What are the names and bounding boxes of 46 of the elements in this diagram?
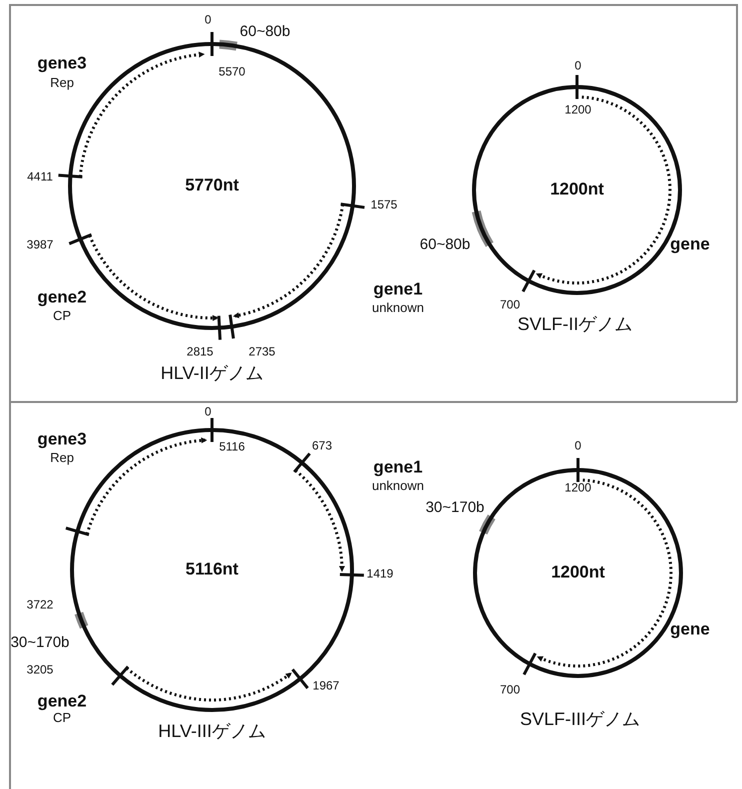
position-label: 3722 bbox=[26, 598, 54, 612]
position-label: 4411 bbox=[27, 170, 53, 184]
genome-length-label: 5116nt bbox=[186, 560, 238, 580]
genome-caption: SVLF-IIIゲノム bbox=[520, 710, 640, 730]
gene-product-label: unknown bbox=[372, 300, 424, 316]
position-label: 0 bbox=[574, 439, 582, 453]
genome-caption: HLV-IIゲノム bbox=[160, 364, 264, 384]
position-label: 3987 bbox=[26, 238, 54, 252]
position-label: 2815 bbox=[186, 345, 214, 359]
position-label: 2735 bbox=[248, 345, 276, 359]
gene-label: gene1 bbox=[373, 458, 423, 478]
position-label: 0 bbox=[204, 405, 212, 419]
position-label: 700 bbox=[500, 298, 520, 312]
gene-label: gene bbox=[670, 620, 710, 640]
position-label: 1200 bbox=[564, 103, 592, 117]
position-label: 5570 bbox=[218, 65, 246, 79]
genome-length-label: 5770nt bbox=[185, 176, 239, 196]
position-label: 1575 bbox=[370, 198, 398, 212]
genome-length-label: 1200nt bbox=[551, 564, 605, 582]
gene-product-label: CP bbox=[52, 308, 72, 324]
position-label: 673 bbox=[312, 439, 332, 453]
gene-product-label: Rep bbox=[50, 76, 74, 90]
region-length-label: 30~170b bbox=[10, 634, 70, 652]
position-label: 3205 bbox=[26, 663, 54, 677]
gene-label: gene1 bbox=[373, 280, 423, 300]
genome-caption: SVLF-IIゲノム bbox=[518, 315, 632, 335]
position-label: 700 bbox=[500, 683, 520, 697]
gene-label: gene3 bbox=[37, 54, 87, 74]
position-label: 1200 bbox=[564, 481, 592, 495]
genome-caption: HLV-IIIゲノム bbox=[158, 722, 266, 742]
gene-label: gene3 bbox=[37, 430, 87, 450]
gene-label: gene bbox=[670, 236, 710, 254]
gene-product-label: unknown bbox=[372, 478, 424, 494]
region-length-label: 60~80b bbox=[420, 236, 470, 254]
gene-label: gene2 bbox=[37, 288, 87, 308]
position-label: 5116 bbox=[219, 440, 245, 454]
region-length-label: 30~170b bbox=[426, 500, 484, 516]
position-label: 1967 bbox=[312, 679, 340, 693]
gene-label: gene2 bbox=[37, 692, 87, 712]
position-label: 1419 bbox=[366, 567, 394, 581]
gene-product-label: CP bbox=[52, 710, 72, 726]
gene-product-label: Rep bbox=[50, 450, 74, 466]
position-label: 0 bbox=[574, 59, 582, 73]
genome-length-label: 1200nt bbox=[550, 180, 604, 200]
region-length-label: 60~80b bbox=[240, 24, 290, 40]
position-label: 0 bbox=[204, 13, 212, 27]
